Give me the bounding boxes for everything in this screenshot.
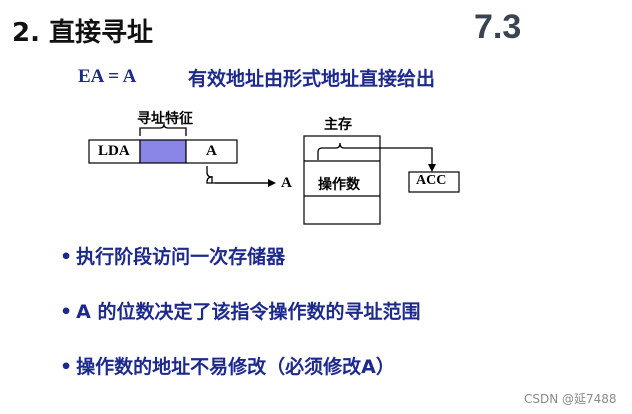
address-arrow-label: A: [281, 175, 292, 191]
bullet-dot: •: [60, 356, 73, 378]
address-arrowhead: [268, 179, 276, 187]
bullet-item-3: •操作数的地址不易修改（必须修改A）: [60, 352, 395, 379]
main-memory-box: [303, 135, 381, 225]
addressing-feature-label: 寻址特征: [137, 111, 193, 127]
address-field-text: A: [206, 143, 217, 159]
bullet-text: 执行阶段访问一次存储器: [76, 246, 286, 268]
operand-label: 操作数: [318, 177, 360, 193]
formula-description: 有效地址由形式地址直接给出: [188, 68, 436, 90]
acc-arrowhead: [428, 164, 436, 172]
feature-brace: [139, 123, 187, 136]
acc-label: ACC: [416, 173, 447, 188]
opcode-text: LDA: [98, 143, 130, 159]
bullet-text: A 的位数决定了该指令操作数的寻址范围: [76, 301, 421, 323]
bullet-item-2: •A 的位数决定了该指令操作数的寻址范围: [60, 297, 420, 324]
main-memory-label: 主存: [324, 117, 352, 133]
address-brace: [206, 166, 272, 184]
bullet-dot: •: [60, 301, 73, 323]
section-number: 7.3: [474, 8, 522, 46]
slide-title: 2. 直接寻址: [12, 18, 154, 48]
bullet-text: 操作数的地址不易修改（必须修改A）: [76, 356, 395, 378]
acc-box: [408, 171, 460, 193]
watermark: CSDN @延7488: [524, 392, 617, 406]
address-cell: [185, 139, 238, 164]
bullet-dot: •: [60, 246, 73, 268]
feature-cell: [139, 139, 187, 164]
formula-expression: EA = A: [78, 66, 137, 87]
operand-brace: [317, 142, 433, 166]
bullet-item-1: •执行阶段访问一次存储器: [60, 242, 285, 269]
address-arrow: [211, 176, 270, 184]
